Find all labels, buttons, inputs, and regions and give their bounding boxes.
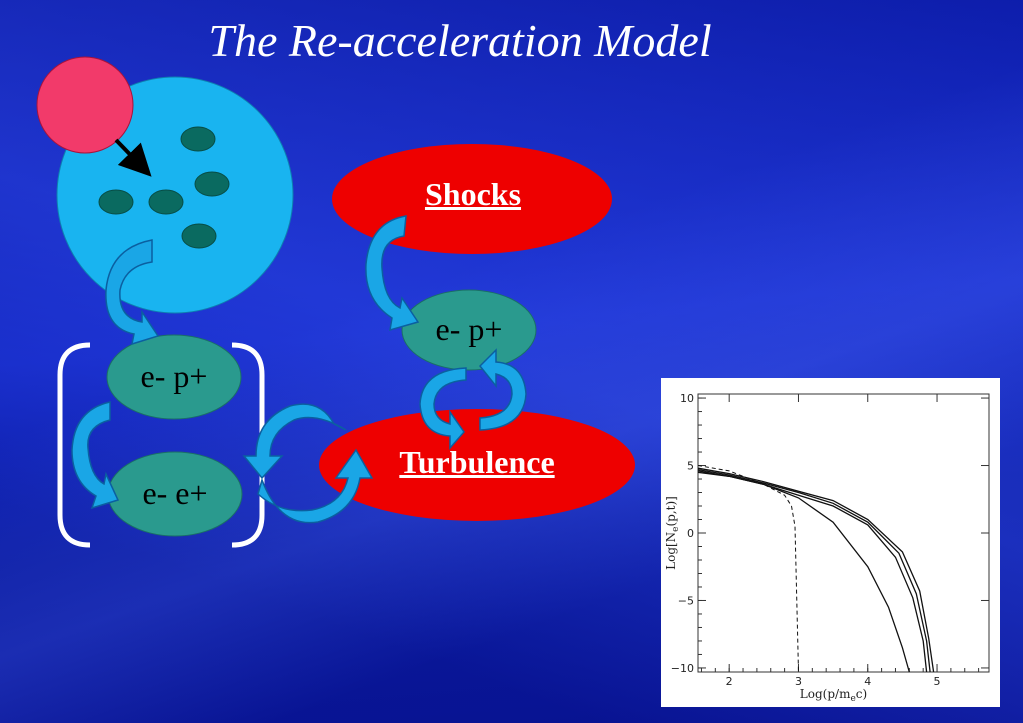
y-axis-label: Log[Ne(p,t)] — [664, 496, 681, 570]
ep-label-right: e- p+ — [435, 311, 503, 347]
arrow-turbulence-loop-right — [478, 348, 527, 431]
series-line-4 — [697, 467, 935, 673]
arrow-cycle-lower — [257, 448, 374, 524]
x-tick-label: 2 — [726, 675, 733, 688]
ep-ellipse-right — [401, 289, 537, 371]
infall-arrow — [114, 138, 152, 177]
y-tick-label: 10 — [680, 392, 694, 405]
series-line-dashed — [697, 465, 799, 673]
arrow-shocks-to-ep — [365, 215, 420, 332]
arrow-turbulence-loop-left — [419, 367, 467, 450]
infalling-circle — [36, 56, 134, 154]
series-line-1 — [697, 471, 910, 673]
x-tick-label: 4 — [864, 675, 871, 688]
ep-ellipse-left — [106, 334, 242, 420]
y-tick-label: 0 — [687, 527, 694, 540]
particle-dot — [194, 171, 230, 197]
arrow-circle-to-ep — [105, 239, 160, 346]
y-tick-label: −10 — [671, 662, 694, 675]
particle-dot — [180, 126, 216, 152]
particle-dot — [148, 189, 184, 215]
shocks-label: Shocks — [424, 176, 522, 212]
x-tick-label: 5 — [934, 675, 941, 688]
particle-dot — [181, 223, 217, 249]
y-tick-label: −5 — [678, 594, 694, 607]
particle-dot — [98, 189, 134, 215]
ee-label: e- e+ — [142, 475, 208, 511]
y-tick-label: 5 — [687, 460, 694, 473]
slide-title: The Re-acceleration Model — [208, 15, 712, 66]
series-line-2 — [697, 470, 928, 673]
plot-frame — [697, 393, 990, 673]
arrow-ep-to-ee — [71, 401, 120, 510]
turbulence-label: Turbulence — [399, 444, 555, 480]
ep-label-left: e- p+ — [140, 358, 208, 394]
x-tick-label: 3 — [795, 675, 802, 688]
x-axis-label: Log(p/mec) — [800, 687, 867, 704]
left-bracket — [57, 342, 91, 548]
series-line-3 — [697, 468, 931, 673]
turbulence-ellipse — [319, 409, 635, 521]
